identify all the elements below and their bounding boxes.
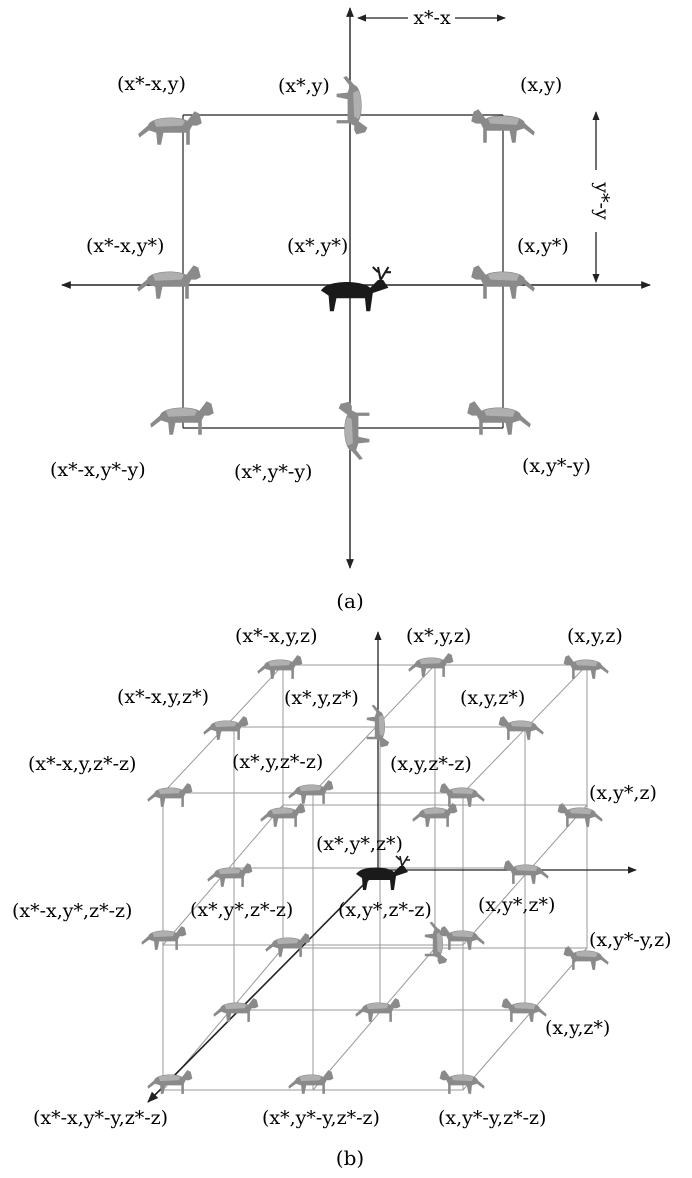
wolf-icon [563,655,609,679]
label-bot-left: (x*-x,y*-y) [50,459,146,481]
label-mid-left: (x*-x,y*) [86,235,164,257]
panel-a: x*-x y*-y (x*-x,y) (x*,y) (x,y) (x*-x,y*… [50,7,651,613]
panel-a-grid [182,114,504,429]
wolf-icon [467,401,531,435]
label-b16: (x,y*-y,z) [589,929,672,951]
label-top-left: (x*-x,y) [117,73,186,95]
label-b14: (x,y*,z*-z) [338,899,432,921]
label-b7: (x*-x,y,z*-z) [28,753,136,775]
label-center: (x*,y*) [287,235,348,257]
panel-b-z-axis [147,869,379,1103]
deer-icon [319,265,393,313]
wolf-icon [503,860,549,884]
label-bot-right: (x,y*-y) [522,455,591,477]
label-b11: (x*,y*,z*) [316,833,403,855]
label-b2: (x*,y,z) [406,625,471,647]
wolf-icon [138,111,202,145]
label-mid-right: (x,y*) [517,235,569,257]
label-b19: (x*,y*-y,z*-z) [262,1107,380,1129]
wolf-icon [203,716,249,740]
wolf-icon [150,401,214,435]
label-b17: (x,y,z*) [545,1017,610,1039]
label-b1: (x*-x,y,z) [235,625,317,647]
label-b18: (x*-x,y*-y,z*-z) [33,1107,168,1129]
label-b9: (x,y,z*-z) [390,753,472,775]
label-b8: (x*,y,z*-z) [232,751,323,773]
label-b15: (x,y*,z*) [478,894,555,916]
panel-a-wolves [137,76,535,460]
label-bot-mid: (x*,y*-y) [234,461,312,483]
wolf-icon [557,803,603,827]
wolf-icon [338,401,370,460]
label-b20: (x,y*-y,z*-z) [438,1107,546,1129]
caption-b: (b) [336,1146,364,1170]
label-b4: (x*-x,y,z*) [117,686,209,708]
label-top-mid: (x*,y) [278,75,330,97]
wolf-icon [147,783,193,807]
wolf-icon [141,926,187,950]
wolf-icon [439,783,485,807]
dim-y-label: y*-y [591,181,613,220]
wolf-icon [257,655,303,679]
wolf-icon [498,716,544,740]
label-b3: (x,y,z) [567,625,623,647]
label-b5: (x*,y,z*) [284,687,359,709]
panel-b-lattice [162,664,588,1091]
label-b6: (x,y,z*) [460,687,525,709]
label-b10: (x,y*,z) [589,782,657,804]
label-b13: (x*,y*,z*-z) [190,899,293,921]
panel-b: (x*-x,y,z) (x*,y,z) (x,y,z) (x*-x,y,z*) … [12,625,672,1170]
label-top-right: (x,y) [520,74,562,96]
label-b12: (x*-x,y*,z*-z) [12,900,132,922]
deer-icon [355,855,411,891]
wolf-icon [336,76,368,135]
wolf-icon [137,265,201,299]
wolf-icon [439,926,485,950]
caption-a: (a) [336,589,364,613]
dim-x-label: x*-x [413,7,451,29]
wolf-icon [288,780,334,804]
